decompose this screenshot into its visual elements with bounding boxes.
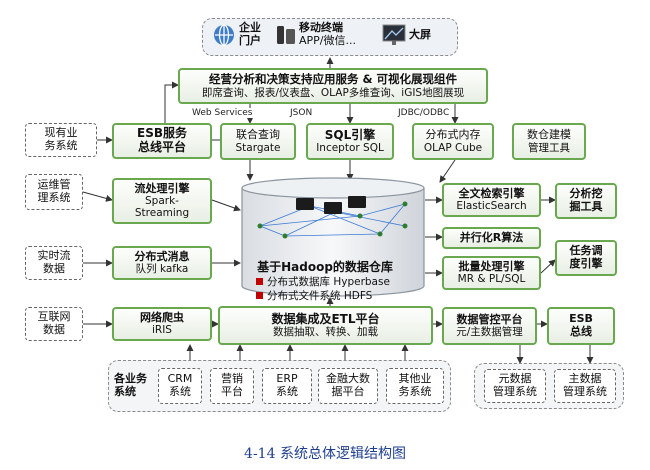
ops-system-label: 运维管 理系统 <box>37 178 71 204</box>
warehouse-item-hdfs: 分布式文件系统 HDFS <box>256 288 372 303</box>
warehouse-cylinder[interactable] <box>240 176 426 298</box>
apps-layer-box[interactable]: 经营分析和决策支持应用服务 & 可视化展现组件 即席查询、报表/仪表盘、OLAP… <box>178 68 488 104</box>
kafka-sub: 队列 kafka <box>135 263 189 276</box>
portal-label: 企业 门户 <box>239 21 261 47</box>
realtime-data-label: 实时流 数据 <box>37 249 71 275</box>
masterdata-label: 主数据 管理系统 <box>563 372 607 398</box>
dw-tool-sub: 管理工具 <box>528 141 570 154</box>
r-algo-label: 并行化R算法 <box>459 230 524 244</box>
screen-client[interactable]: 大屏 <box>382 24 431 46</box>
esb-bus-title: ESB <box>569 312 593 326</box>
figure-caption: 4-14 系统总体逻辑结构图 <box>244 446 406 462</box>
bullet-icon <box>256 292 263 299</box>
globe-icon <box>214 24 234 46</box>
source-label: ERP 系统 <box>276 372 298 398</box>
stargate-box[interactable]: 联合查询 Stargate <box>220 123 296 160</box>
crawler-title: 网络爬虫 <box>140 310 184 324</box>
dw-tool-box[interactable]: 数仓建模 管理工具 <box>512 123 586 160</box>
internet-data-box[interactable]: 互联网 数据 <box>25 307 83 341</box>
dw-tool-title: 数仓建模 <box>527 128 571 142</box>
jdbc-label: JDBC/ODBC <box>396 108 452 118</box>
crawler-sub: iRIS <box>152 324 172 337</box>
warehouse-item-label: 分布式文件系统 HDFS <box>267 290 373 302</box>
existing-systems-label: 现有业 务系统 <box>44 126 78 152</box>
search-sub: ElasticSearch <box>456 200 527 213</box>
mobile-title: 移动终端 <box>299 21 343 34</box>
etl-title: 数据集成及ETL平台 <box>271 311 380 326</box>
source-crm[interactable]: CRM 系统 <box>158 368 202 404</box>
internet-data-label: 互联网 数据 <box>37 310 71 336</box>
sql-engine-box[interactable]: SQL引擎 Inceptor SQL <box>306 123 394 160</box>
mobile-icon <box>277 25 295 44</box>
kafka-title: 分布式消息 <box>134 249 190 263</box>
source-other[interactable]: 其他业 务系统 <box>386 368 444 404</box>
ops-system-box[interactable]: 运维管 理系统 <box>25 174 83 210</box>
sql-engine-sub: Inceptor SQL <box>316 142 384 155</box>
etl-platform-box[interactable]: 数据集成及ETL平台 数据抽取、转换、加载 <box>218 306 433 345</box>
masterdata-system-box[interactable]: 主数据 管理系统 <box>554 369 616 403</box>
screen-label: 大屏 <box>409 27 431 41</box>
schedule-engine-box[interactable]: 任务调 度引擎 <box>555 240 617 276</box>
crawler-box[interactable]: 网络爬虫 iRIS <box>112 307 212 341</box>
json-label: JSON <box>288 108 315 118</box>
database-cylinder-icon <box>241 177 425 297</box>
governance-sub: 元/主数据管理 <box>456 326 523 339</box>
big-screen-icon <box>382 24 406 45</box>
search-engine-box[interactable]: 全文检索引擎 ElasticSearch <box>442 183 541 217</box>
esb-bus-box[interactable]: ESB 总线 <box>547 307 615 345</box>
business-systems-label: 各业务 系统 <box>114 372 147 399</box>
mining-label: 分析挖 掘工具 <box>569 187 603 213</box>
olap-sub: OLAP Cube <box>423 141 483 154</box>
esb-sub: 总线平台 <box>137 140 186 154</box>
esb-title: ESB服务 <box>137 126 187 141</box>
etl-sub: 数据抽取、转换、加载 <box>273 326 378 339</box>
mining-tool-box[interactable]: 分析挖 掘工具 <box>555 183 617 219</box>
web-services-label: Web Services <box>190 108 255 118</box>
mobile-client[interactable]: 移动终端 APP/微信... <box>276 21 356 47</box>
batch-title: 批量处理引擎 <box>458 259 525 273</box>
source-label: 金融大数 据平台 <box>326 372 370 398</box>
existing-systems-box[interactable]: 现有业 务系统 <box>25 123 97 157</box>
stream-engine-box[interactable]: 流处理引擎 Spark- Streaming <box>112 178 212 224</box>
source-label: CRM 系统 <box>167 372 193 398</box>
apps-layer-subtitle: 即席查询、报表/仪表盘、OLAP多维查询、iGIS地图展现 <box>201 86 465 99</box>
kafka-box[interactable]: 分布式消息 队列 kafka <box>112 246 212 280</box>
sql-engine-title: SQL引擎 <box>324 127 376 142</box>
governance-title: 数据管控平台 <box>456 312 523 326</box>
olap-box[interactable]: 分布式内存 OLAP Cube <box>412 123 494 160</box>
source-label: 其他业 务系统 <box>398 372 432 398</box>
metadata-system-box[interactable]: 元数据 管理系统 <box>484 369 546 403</box>
source-marketing[interactable]: 营销 平台 <box>210 368 254 404</box>
esb-bus-sub: 总线 <box>570 325 592 338</box>
stargate-title: 联合查询 <box>236 128 280 142</box>
batch-sub: MR & PL/SQL <box>457 273 526 286</box>
source-label: 营销 平台 <box>221 372 243 398</box>
warehouse-item-hyperbase: 分布式数据库 Hyperbase <box>256 274 390 289</box>
bullet-icon <box>256 278 263 285</box>
apps-layer-title: 经营分析和决策支持应用服务 & 可视化展现组件 <box>208 72 458 87</box>
olap-title: 分布式内存 <box>425 128 481 142</box>
r-algo-box[interactable]: 并行化R算法 <box>442 227 541 249</box>
warehouse-title: 基于Hadoop的数据仓库 <box>257 260 393 274</box>
search-title: 全文检索引擎 <box>458 186 525 200</box>
warehouse-item-label: 分布式数据库 Hyperbase <box>267 276 390 288</box>
portal-client[interactable]: 企业 门户 <box>212 21 261 47</box>
schedule-label: 任务调 度引擎 <box>569 244 603 270</box>
clients-panel <box>202 18 458 56</box>
mobile-subtitle: APP/微信... <box>299 33 356 47</box>
governance-box[interactable]: 数据管控平台 元/主数据管理 <box>442 307 537 345</box>
stream-title: 流处理引擎 <box>134 181 190 195</box>
stream-sub: Spark- Streaming <box>134 195 190 220</box>
batch-engine-box[interactable]: 批量处理引擎 MR & PL/SQL <box>442 256 541 290</box>
realtime-data-box[interactable]: 实时流 数据 <box>25 246 83 280</box>
source-finance[interactable]: 金融大数 据平台 <box>318 368 378 404</box>
source-erp[interactable]: ERP 系统 <box>262 368 312 404</box>
esb-platform-box[interactable]: ESB服务 总线平台 <box>112 123 212 159</box>
stargate-sub: Stargate <box>235 141 281 154</box>
metadata-label: 元数据 管理系统 <box>493 372 537 398</box>
